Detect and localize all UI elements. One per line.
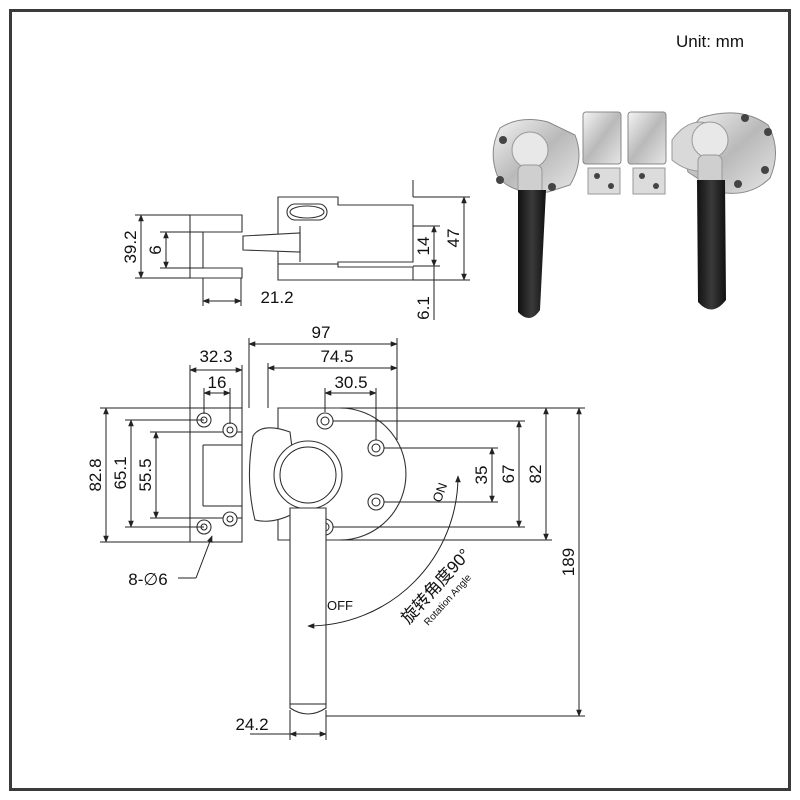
dim-35: 35 — [472, 466, 491, 485]
dim-65-1: 65.1 — [111, 456, 130, 489]
screw-hole — [499, 136, 507, 144]
rotation-arc — [307, 475, 461, 629]
screw-hole — [548, 183, 556, 191]
dim-39-2: 39.2 — [121, 230, 140, 263]
dim-82-8: 82.8 — [86, 458, 105, 491]
on-label: ON — [429, 481, 450, 504]
product-photo — [492, 111, 776, 319]
dim-24-2: 24.2 — [235, 715, 268, 734]
dim-6-left: 6 — [146, 245, 165, 254]
unit-label: Unit: mm — [676, 32, 744, 51]
keeper-side — [189, 214, 243, 279]
dim-21-2: 21.2 — [260, 288, 293, 307]
dim-6-1: 6.1 — [414, 296, 433, 320]
right-hub — [691, 121, 729, 159]
dim-32-3: 32.3 — [199, 347, 232, 366]
dim-67: 67 — [499, 465, 518, 484]
holes-callout: 8-∅6 — [128, 570, 167, 589]
keeper-right-base — [632, 167, 666, 195]
screw-hole — [496, 176, 504, 184]
keeper-holes — [196, 412, 238, 535]
dim-30-5: 30.5 — [334, 373, 367, 392]
keeper-right — [627, 111, 667, 165]
dim-55-5: 55.5 — [136, 458, 155, 491]
dim-16: 16 — [208, 373, 227, 392]
keeper-left-base — [587, 167, 621, 195]
slot-hole — [289, 205, 325, 219]
handle-hub — [273, 440, 343, 510]
dim-82: 82 — [526, 465, 545, 484]
tongue-side — [242, 232, 301, 253]
left-handle-grip — [518, 190, 546, 319]
off-label: OFF — [327, 598, 353, 613]
side-view: 39.2 6 14 47 21.2 6.1 — [121, 180, 470, 320]
keeper-left — [582, 111, 622, 165]
dim-47: 47 — [444, 229, 463, 248]
dim-97: 97 — [312, 323, 331, 342]
dim-189: 189 — [559, 548, 578, 576]
dim-14: 14 — [414, 237, 433, 256]
handle-shaft — [289, 507, 327, 715]
right-handle-grip — [697, 180, 726, 310]
front-view: 32.3 16 97 74.5 30.5 82.8 65.1 55.5 35 6… — [86, 323, 585, 740]
dim-74-5: 74.5 — [320, 347, 353, 366]
left-hub — [511, 131, 549, 169]
